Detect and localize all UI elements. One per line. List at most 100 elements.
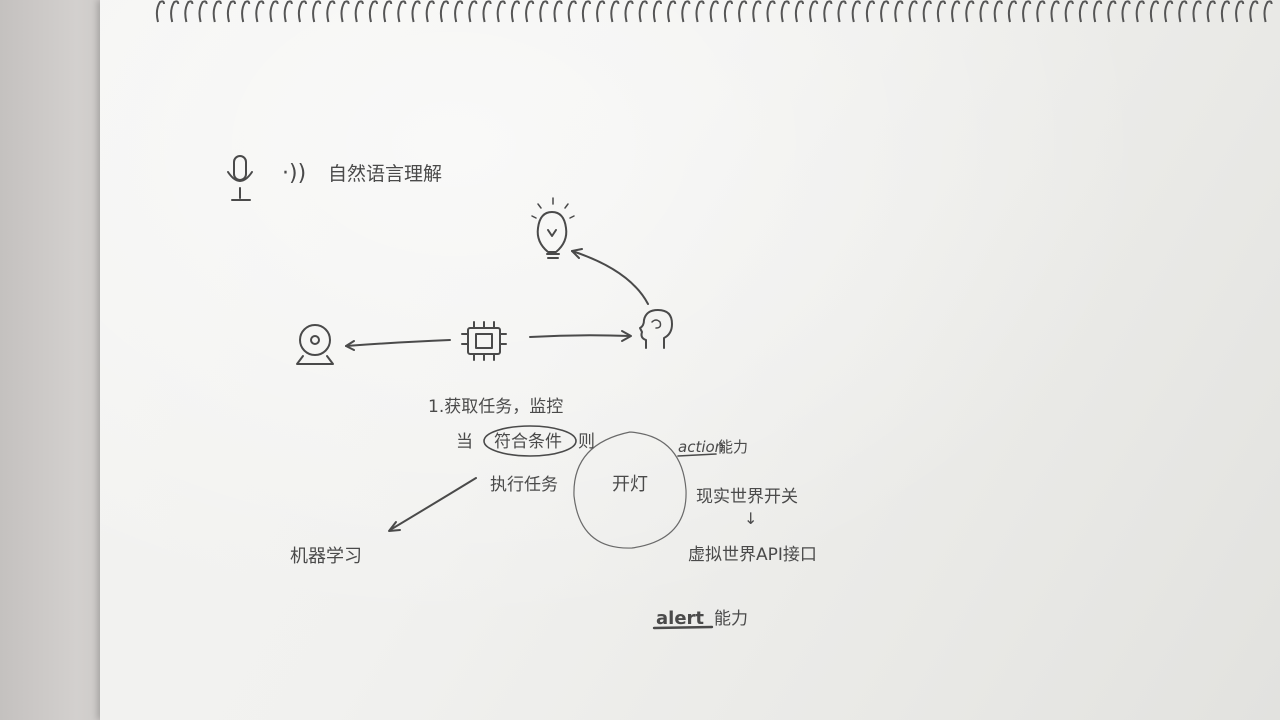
binding-ring <box>951 0 961 23</box>
virtual-world-api: 虚拟世界API接口 <box>688 545 817 565</box>
action-underline <box>677 453 717 457</box>
binding-ring <box>1093 0 1103 23</box>
bulb-icon <box>531 197 575 259</box>
binding-ring <box>1064 0 1074 23</box>
binding-ring <box>1036 0 1046 23</box>
cpu-chip-icon <box>461 321 507 361</box>
binding-ring <box>155 0 165 23</box>
binding-ring <box>1263 0 1273 23</box>
binding-ring <box>297 0 307 23</box>
binding-ring <box>1192 0 1202 23</box>
note-line-1: 1.获取任务，监控 <box>428 397 563 417</box>
binding-ring <box>738 0 748 23</box>
binding-ring <box>766 0 776 23</box>
binding-ring <box>425 0 435 23</box>
binding-ring <box>525 0 535 23</box>
binding-ring <box>312 0 322 23</box>
binding-ring <box>681 0 691 23</box>
binding-ring <box>482 0 492 23</box>
condition-ellipse <box>483 425 577 457</box>
binding-ring <box>610 0 620 23</box>
binding-ring <box>936 0 946 23</box>
binding-ring <box>1164 0 1174 23</box>
binding-ring <box>823 0 833 23</box>
note-line-2-suffix: 则 <box>578 432 595 452</box>
binding-ring <box>1149 0 1159 23</box>
binding-ring <box>993 0 1003 23</box>
arrow-to-machine-learning <box>388 477 477 532</box>
binding-ring <box>922 0 932 23</box>
alert-suffix: 能力 <box>714 609 748 629</box>
alert-underline <box>652 625 714 630</box>
binding-ring <box>908 0 918 23</box>
binding-ring <box>1022 0 1032 23</box>
notebook-page <box>100 0 1280 720</box>
binding-ring <box>368 0 378 23</box>
binding-ring <box>752 0 762 23</box>
arrow-chip-to-head <box>529 330 632 342</box>
binding-ring <box>638 0 648 23</box>
binding-ring <box>170 0 180 23</box>
down-arrow: ↓ <box>744 509 757 528</box>
binding-ring <box>255 0 265 23</box>
binding-ring <box>880 0 890 23</box>
binding-ring <box>1107 0 1117 23</box>
note-line-2-circled: 符合条件 <box>494 432 562 452</box>
binding-ring <box>1007 0 1017 23</box>
binding-ring <box>794 0 804 23</box>
binding-ring <box>383 0 393 23</box>
binding-ring <box>581 0 591 23</box>
binding-ring <box>283 0 293 23</box>
binding-ring <box>496 0 506 23</box>
binding-ring <box>1235 0 1245 23</box>
binding-ring <box>624 0 634 23</box>
binding-ring <box>454 0 464 23</box>
binding-ring <box>354 0 364 23</box>
binding-ring <box>851 0 861 23</box>
action-word: action <box>678 438 724 456</box>
spiral-binding <box>155 0 1273 23</box>
binding-ring <box>1135 0 1145 23</box>
note-line-3: 执行任务 <box>490 475 558 495</box>
binding-ring <box>809 0 819 23</box>
binding-ring <box>468 0 478 23</box>
arrow-head-to-bulb <box>571 248 649 305</box>
real-world-switch: 现实世界开关 <box>696 487 798 507</box>
binding-ring <box>1249 0 1259 23</box>
binding-ring <box>1220 0 1230 23</box>
binding-ring <box>539 0 549 23</box>
binding-ring <box>184 0 194 23</box>
binding-ring <box>865 0 875 23</box>
action-suffix: 能力 <box>718 438 748 456</box>
center-task-label: 开灯 <box>612 474 648 495</box>
note-line-2-prefix: 当 <box>456 432 473 452</box>
head-profile-icon <box>639 309 673 349</box>
binding-ring <box>965 0 975 23</box>
machine-learning: 机器学习 <box>290 546 362 567</box>
binding-ring <box>780 0 790 23</box>
binding-ring <box>326 0 336 23</box>
binding-ring <box>241 0 251 23</box>
task-circle <box>573 431 687 549</box>
binding-ring <box>567 0 577 23</box>
binding-ring <box>1078 0 1088 23</box>
sound-waves: ·)) <box>282 161 306 186</box>
microphone-icon <box>227 155 253 201</box>
binding-ring <box>1050 0 1060 23</box>
binding-ring <box>652 0 662 23</box>
binding-ring <box>198 0 208 23</box>
binding-ring <box>837 0 847 23</box>
binding-ring <box>1121 0 1131 23</box>
binding-ring <box>709 0 719 23</box>
binding-ring <box>1178 0 1188 23</box>
binding-ring <box>553 0 563 23</box>
binding-ring <box>667 0 677 23</box>
binding-ring <box>1206 0 1216 23</box>
arrow-chip-to-camera <box>345 339 451 351</box>
diagram-title: 自然语言理解 <box>328 163 442 185</box>
binding-ring <box>596 0 606 23</box>
binding-ring <box>979 0 989 23</box>
binding-ring <box>723 0 733 23</box>
binding-ring <box>212 0 222 23</box>
